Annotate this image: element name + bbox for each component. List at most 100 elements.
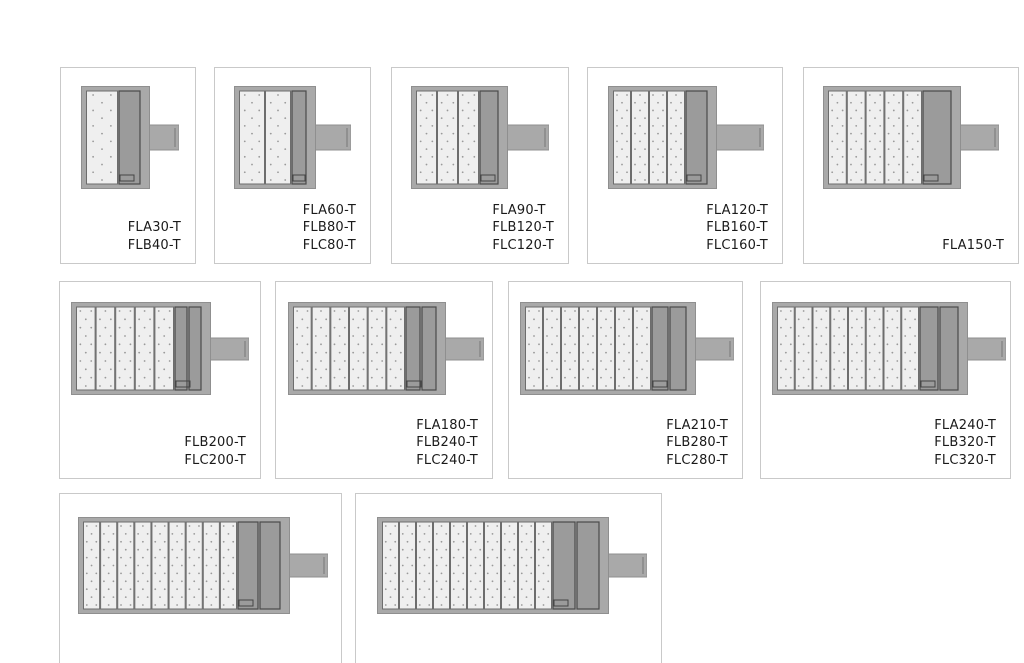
led-dot: [860, 179, 863, 181]
led-dot: [124, 596, 127, 598]
led-dot: [860, 101, 863, 104]
led-dot: [569, 318, 571, 321]
led-dot: [833, 385, 836, 387]
led-dot: [542, 556, 545, 559]
led-dot: [644, 163, 646, 166]
led-dot: [440, 540, 443, 543]
led-dot: [610, 376, 612, 379]
led-dot: [469, 533, 472, 535]
led-dot: [163, 556, 166, 559]
led-dot: [320, 376, 322, 379]
led-dot: [780, 360, 782, 362]
led-dot: [802, 326, 805, 329]
product-card-fla240: FLA240-T FLB320-T FLC320-T: [760, 281, 1011, 479]
led-dot: [815, 360, 818, 362]
led-dot: [886, 310, 889, 312]
led-dot: [618, 368, 620, 371]
led-dot: [644, 179, 646, 181]
led-dot: [520, 604, 523, 606]
led-dot: [418, 556, 421, 559]
led-dot: [79, 343, 82, 346]
led-dot: [486, 525, 489, 527]
led-dot: [657, 117, 659, 120]
led-dot: [381, 310, 384, 312]
product-card-flb200: FLB200-T FLC200-T: [59, 281, 261, 479]
led-dot: [904, 351, 907, 354]
led-dot: [401, 533, 404, 535]
led-dot: [411, 580, 414, 583]
led-dot: [205, 580, 208, 583]
led-dot: [636, 376, 638, 379]
led-dot: [657, 101, 659, 104]
led-dot: [431, 125, 434, 127]
led-dot: [868, 368, 871, 371]
led-dot: [784, 335, 787, 337]
led-dot: [384, 556, 387, 559]
led-dot: [406, 540, 409, 543]
led-dot: [193, 596, 196, 598]
led-dot: [138, 368, 141, 371]
led-dot: [634, 101, 636, 104]
led-dot: [564, 376, 566, 379]
driver-compartment: [174, 306, 188, 391]
led-dot: [533, 318, 535, 321]
led-dot: [109, 94, 112, 96]
led-dot: [176, 572, 179, 575]
model-label: FLC80-T: [302, 237, 356, 253]
led-module: [649, 90, 667, 185]
led-dot: [296, 343, 299, 346]
led-dot: [680, 117, 682, 120]
led-dot: [457, 533, 460, 535]
led-dot: [401, 548, 404, 551]
led-dot: [431, 109, 434, 112]
led-dot: [556, 351, 558, 354]
led-dot: [452, 117, 455, 120]
led-dot: [621, 148, 623, 150]
led-dot: [269, 117, 272, 120]
led-dot: [258, 94, 261, 96]
led-dot: [90, 580, 93, 583]
led-dot: [911, 148, 914, 150]
model-label: FLB200-T: [184, 435, 246, 450]
led-dot: [833, 368, 836, 371]
led-dot: [569, 351, 571, 354]
led-dot: [90, 310, 93, 312]
led-dot: [605, 318, 607, 321]
led-dot: [639, 125, 641, 127]
led-dot: [904, 335, 907, 337]
led-dot: [176, 588, 179, 591]
led-dot: [425, 179, 428, 181]
led-dot: [320, 310, 322, 312]
led-dot: [440, 179, 443, 181]
led-dot: [188, 540, 191, 543]
led-dot: [520, 572, 523, 575]
led-dot: [159, 580, 161, 583]
led-dot: [833, 351, 836, 354]
led-dot: [425, 101, 428, 104]
led-dot: [538, 360, 540, 362]
led-dot: [440, 132, 443, 135]
led-dot: [851, 360, 853, 362]
led-dot: [547, 564, 550, 567]
model-label: FLA60-T: [302, 202, 356, 218]
led-dot: [473, 94, 476, 96]
led-dot: [626, 94, 628, 96]
led-dot: [542, 604, 545, 606]
led-dot: [486, 540, 489, 543]
led-dot: [227, 596, 230, 598]
led-dot: [129, 572, 132, 575]
led-dot: [628, 351, 630, 354]
mounting-arm: [147, 124, 179, 151]
mounting-arm: [287, 553, 328, 578]
led-dot: [851, 343, 853, 346]
led-dot: [85, 540, 88, 543]
led-dot: [389, 318, 392, 321]
led-dot: [906, 140, 909, 143]
led-dot: [418, 604, 421, 606]
led-dot: [284, 148, 287, 150]
led-dot: [820, 351, 823, 354]
model-labels: FLA30-T FLB40-T: [128, 219, 181, 254]
led-dot: [838, 310, 841, 312]
led-dot: [582, 385, 584, 387]
led-dot: [198, 572, 200, 575]
